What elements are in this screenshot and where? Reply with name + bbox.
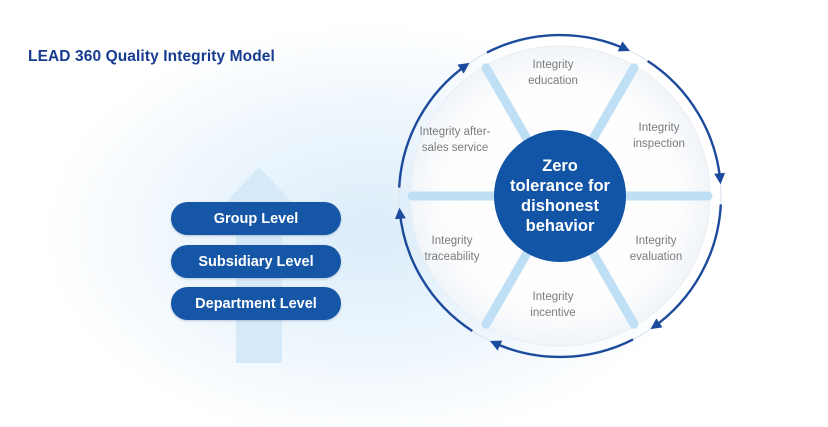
- page-title: LEAD 360 Quality Integrity Model: [28, 48, 275, 65]
- wheel-center-line: tolerance for: [510, 176, 610, 195]
- cycle-arrow: [398, 62, 470, 188]
- level-pill-group-label: Group Level: [213, 210, 299, 227]
- segment-label-integrity-incentive: Integrity incentive: [530, 291, 576, 319]
- level-pill-department-label: Department Level: [195, 295, 317, 312]
- cycle-arrow: [490, 338, 634, 359]
- segment-label-integrity-after-sales-service: Integrity after-sales service: [419, 126, 491, 154]
- cycle-arrows: [394, 33, 726, 359]
- level-pill-subsidiary-label: Subsidiary Level: [198, 253, 314, 270]
- wheel-center-circle: [494, 130, 626, 262]
- segment-divider: [481, 63, 536, 151]
- level-pill-department: Department Level: [171, 287, 341, 320]
- segment-label-integrity-inspection: Integrity inspection: [633, 122, 685, 150]
- segment-divider: [584, 63, 639, 151]
- cycle-arrow: [486, 33, 630, 54]
- wheel-center-line: dishonest: [521, 197, 599, 215]
- wheel-center-text: Zero tolerance for dishonest behavior: [497, 156, 623, 237]
- level-pill-group: Group Level: [171, 202, 341, 235]
- cycle-arrow: [650, 204, 722, 330]
- wheel-center-line: Zero: [542, 156, 578, 175]
- segment-label-integrity-evaluation: Integrity evaluation: [629, 235, 683, 263]
- cycle-arrow: [394, 207, 473, 333]
- segment-label-integrity-education: Integrity education: [528, 59, 578, 87]
- segment-dividers: [407, 63, 713, 329]
- segment-label-integrity-traceability: Integrity traceability: [424, 235, 480, 263]
- segment-divider: [584, 241, 639, 329]
- segment-divider: [481, 241, 536, 329]
- wheel-center-line: behavior: [525, 217, 595, 236]
- level-pill-subsidiary: Subsidiary Level: [171, 245, 341, 278]
- cycle-arrow: [647, 59, 726, 185]
